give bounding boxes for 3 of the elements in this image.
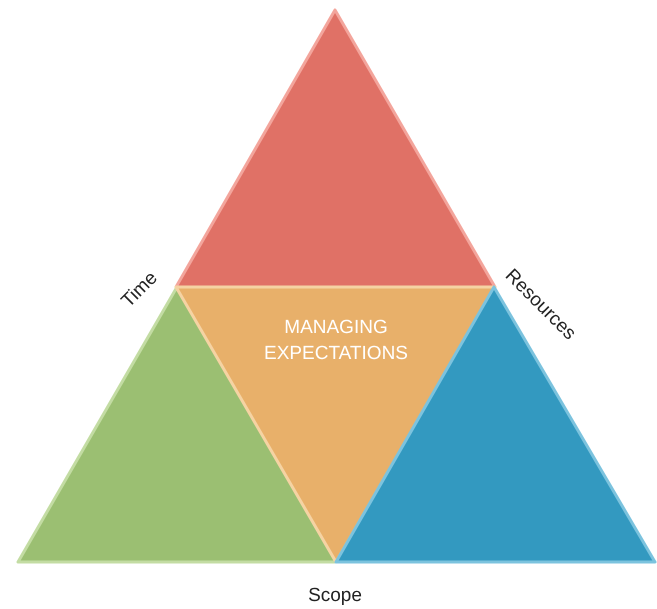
side-label: Time	[118, 268, 162, 312]
base-label: Scope	[308, 585, 362, 607]
center-label: MANAGING EXPECTATIONS	[263, 316, 409, 366]
